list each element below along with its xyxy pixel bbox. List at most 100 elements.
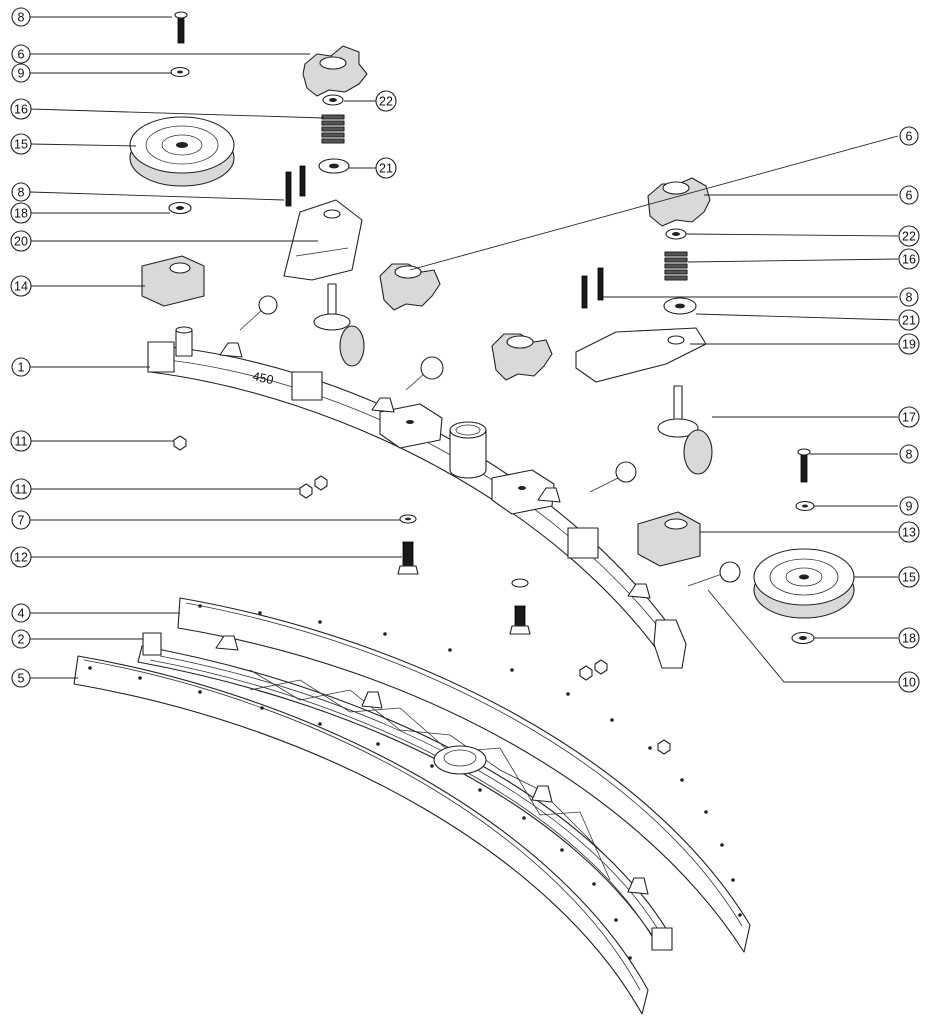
svg-text:22: 22 <box>902 230 916 244</box>
bolts-part-8-pair-right <box>581 267 604 309</box>
svg-text:8: 8 <box>18 11 25 25</box>
svg-text:9: 9 <box>906 500 913 514</box>
callout-2-left: 2 <box>11 629 31 649</box>
callout-15-right: 15 <box>898 566 920 588</box>
pin-part-10 <box>687 561 741 587</box>
svg-text:7: 7 <box>18 514 25 528</box>
svg-text:450: 450 <box>251 369 274 387</box>
nuts-lower-right <box>579 659 671 755</box>
callout-20-left: 20 <box>10 230 32 252</box>
svg-text:8: 8 <box>906 448 913 462</box>
svg-text:8: 8 <box>906 291 913 305</box>
knob-part-6-middle <box>379 263 441 311</box>
svg-text:2: 2 <box>18 633 25 647</box>
svg-text:21: 21 <box>379 162 393 176</box>
spring-part-16-top <box>321 114 345 144</box>
callout-7-left: 7 <box>11 510 31 530</box>
callout-11-left-b: 11 <box>10 478 32 500</box>
washer-part-9-left <box>170 66 190 78</box>
svg-text:11: 11 <box>15 483 28 497</box>
callout-5-left: 5 <box>11 668 31 688</box>
spring-part-16-right <box>664 251 688 281</box>
svg-text:22: 22 <box>379 95 393 109</box>
front-blade-part-5 <box>73 655 649 1015</box>
callout-9-right: 9 <box>899 496 919 516</box>
washer-and-bolt-center <box>509 578 531 635</box>
svg-text:6: 6 <box>18 48 25 62</box>
callout-10-right: 10 <box>898 671 920 693</box>
callout-4-left: 4 <box>11 603 31 623</box>
svg-text:9: 9 <box>18 67 25 81</box>
svg-text:14: 14 <box>14 280 28 294</box>
callout-22-top: 22 <box>375 90 397 112</box>
washer-part-18-right <box>791 631 815 645</box>
callout-21-top: 21 <box>375 157 397 179</box>
callout-1-left: 1 <box>11 357 31 377</box>
washer-part-7 <box>399 514 417 524</box>
callout-22-right: 22 <box>898 225 920 247</box>
svg-text:19: 19 <box>902 338 916 352</box>
svg-text:12: 12 <box>14 551 28 565</box>
svg-text:1: 1 <box>18 361 25 375</box>
callout-8-top-left: 8 <box>11 7 31 27</box>
svg-text:4: 4 <box>18 607 25 621</box>
bolt-part-8-top <box>174 11 188 44</box>
callout-21-right: 21 <box>898 309 920 331</box>
washer-part-18-left <box>168 201 192 215</box>
wheel-part-15-left <box>129 116 235 187</box>
svg-text:16: 16 <box>902 253 916 267</box>
callout-8-left-middle: 8 <box>11 182 31 202</box>
clamp-block-part-14 <box>141 255 205 307</box>
pin-right-center <box>589 461 637 493</box>
knob-part-6-lower-middle <box>491 333 553 381</box>
clamp-block-part-13 <box>637 511 701 567</box>
rear-blade-part-4 <box>177 597 751 953</box>
svg-text:8: 8 <box>18 186 25 200</box>
svg-text:6: 6 <box>906 130 913 144</box>
svg-text:16: 16 <box>14 103 28 117</box>
washer-part-22-right <box>665 228 687 240</box>
washer-part-21-right <box>663 297 697 315</box>
bracket-part-20 <box>283 199 363 281</box>
svg-text:20: 20 <box>14 235 28 249</box>
callout-6-right: 6 <box>899 185 919 205</box>
wheel-part-15-right <box>753 548 855 619</box>
svg-text:5: 5 <box>18 672 25 686</box>
knob-part-6-right <box>647 177 711 227</box>
bolts-part-8-pair-left <box>285 165 306 207</box>
svg-text:15: 15 <box>902 571 916 585</box>
caster-part-17 <box>657 385 713 475</box>
washer-part-22-top <box>322 94 344 106</box>
blade-holder-frame-part-2 <box>137 632 673 951</box>
callout-17-right: 17 <box>898 406 920 428</box>
washer-part-9-right <box>795 500 815 512</box>
callout-18-left: 18 <box>10 202 32 224</box>
svg-text:18: 18 <box>14 207 28 221</box>
callout-18-right: 18 <box>898 627 920 649</box>
caster-left <box>313 283 365 367</box>
callout-13-right: 13 <box>898 521 920 543</box>
knob-part-6-top <box>302 45 368 97</box>
nut-part-11-a <box>173 435 187 451</box>
callout-8-right-lower: 8 <box>899 444 919 464</box>
svg-text:18: 18 <box>902 632 916 646</box>
callout-16-left: 16 <box>10 98 32 120</box>
svg-text:6: 6 <box>906 189 913 203</box>
callout-9-left: 9 <box>11 63 31 83</box>
callout-16-right: 16 <box>898 248 920 270</box>
bolt-part-12 <box>397 541 419 575</box>
callout-12-left: 12 <box>10 546 32 568</box>
callout-8-right-upper: 8 <box>899 287 919 307</box>
callout-14-left: 14 <box>10 275 32 297</box>
bolt-part-8-right <box>797 448 811 483</box>
callout-6-top-left: 6 <box>11 44 31 64</box>
nuts-part-11-b <box>299 475 328 499</box>
svg-text:11: 11 <box>15 435 28 449</box>
callout-19-right: 19 <box>898 333 920 355</box>
leader-lines <box>29 16 899 683</box>
bracket-part-19 <box>575 327 707 383</box>
svg-text:10: 10 <box>902 676 916 690</box>
svg-text:21: 21 <box>902 314 916 328</box>
washer-part-21-top <box>318 158 350 174</box>
